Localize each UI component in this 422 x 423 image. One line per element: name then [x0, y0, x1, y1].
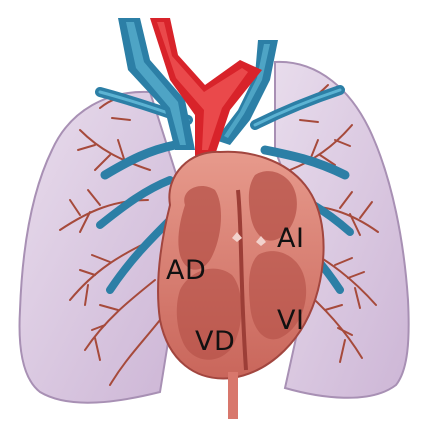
- label-right-atrium: AD: [166, 257, 206, 284]
- label-right-ventricle: VD: [195, 328, 235, 355]
- label-left-atrium: AI: [277, 225, 304, 252]
- label-left-ventricle: VI: [277, 307, 304, 334]
- descending-aorta: [228, 372, 238, 419]
